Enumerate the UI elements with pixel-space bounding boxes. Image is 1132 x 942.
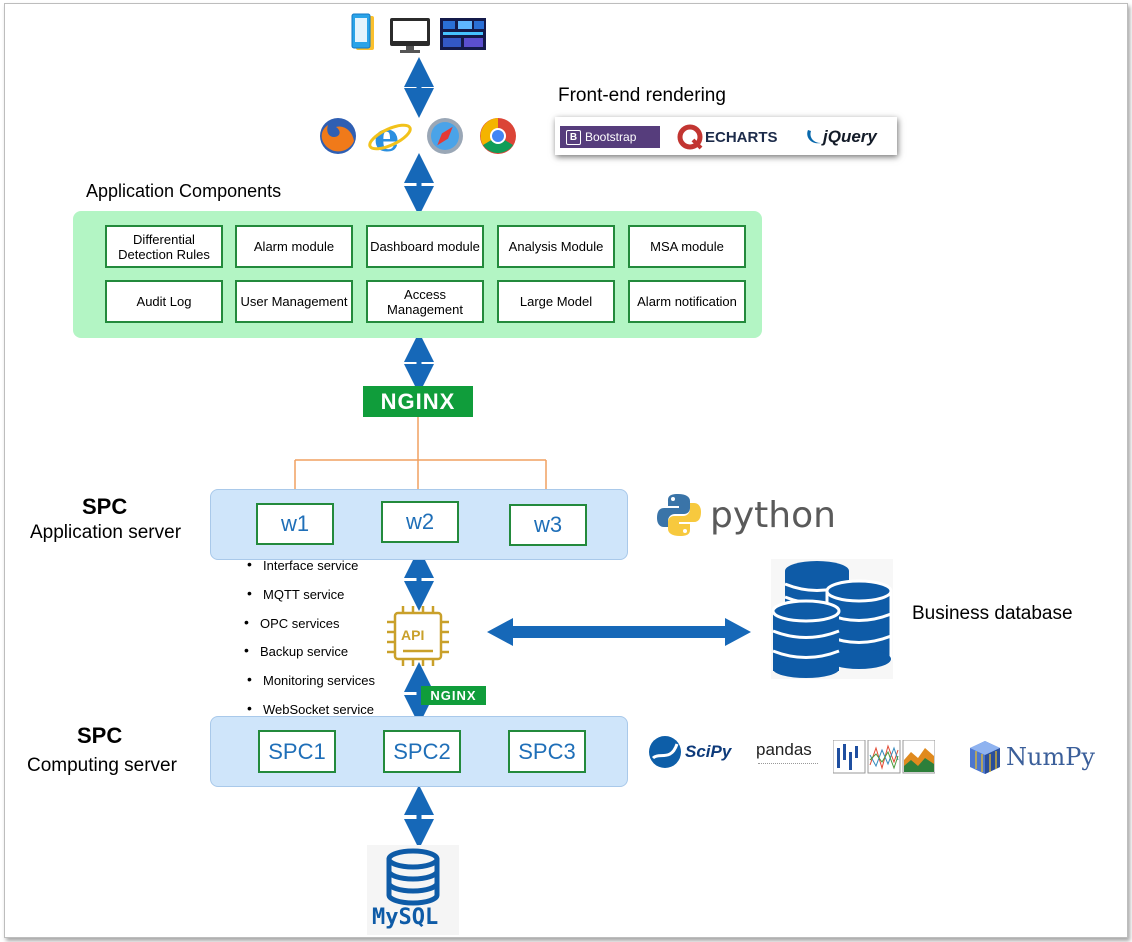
echarts-icon: [677, 124, 703, 150]
browser-icons: e: [318, 114, 518, 161]
pandas-chart-icons: [832, 739, 936, 774]
module-access-management: Access Management: [366, 280, 484, 323]
jquery-swirl-icon: [807, 130, 821, 144]
module-audit-log: Audit Log: [105, 280, 223, 323]
dashboard-screen-icon: [440, 18, 486, 50]
bootstrap-label: Bootstrap: [585, 130, 637, 144]
service-backup: •Backup service: [244, 642, 349, 659]
jquery-label: jQuery: [823, 127, 877, 146]
tablet-monitor-dashboard-icons: [351, 13, 486, 53]
python-snake-icon: [657, 494, 701, 536]
compute-node-spc3: SPC3: [508, 730, 586, 773]
front-end-rendering-title: Front-end rendering: [558, 85, 726, 106]
pandas-logo: pandas: [756, 740, 826, 774]
bootstrap-logo: B Bootstrap: [560, 126, 660, 148]
echarts-label: ECHARTS: [705, 128, 778, 146]
mysql-label: MySQL: [372, 905, 439, 930]
api-db-double-arrow: [487, 618, 751, 646]
db-cylinder-left: [771, 599, 841, 678]
compute-node-spc2: SPC2: [383, 730, 461, 773]
module-dashboard: Dashboard module: [366, 225, 484, 268]
firefox-icon: [320, 118, 356, 154]
service-mqtt: •MQTT service: [247, 585, 345, 602]
module-analysis: Analysis Module: [497, 225, 615, 268]
monitor-icon: [390, 18, 430, 53]
nginx-logo-small: NGINX: [421, 686, 486, 705]
module-alarm: Alarm module: [235, 225, 353, 268]
worker-w2: w2: [381, 501, 459, 543]
numpy-label: NumPy: [1006, 743, 1095, 771]
module-differential-detection-rules: Differential Detection Rules: [105, 225, 223, 268]
service-websocket: •WebSocket service: [247, 700, 375, 717]
scipy-icon: [649, 736, 681, 768]
module-msa: MSA module: [628, 225, 746, 268]
spc-compute-title: SPC: [77, 723, 123, 748]
api-chip-icon: [387, 606, 449, 666]
spc-app-subtitle: Application server: [30, 522, 182, 543]
scipy-label: SciPy: [685, 742, 732, 761]
nginx-logo-top: NGINX: [363, 386, 473, 417]
api-label: API: [401, 627, 425, 643]
chrome-icon: [480, 118, 516, 154]
tablet-icon: [351, 13, 374, 50]
spc-compute-subtitle: Computing server: [27, 755, 177, 776]
safari-icon: [427, 118, 463, 154]
pandas-label: pandas: [756, 740, 812, 759]
spc-app-title: SPC: [82, 494, 128, 519]
python-label: python: [710, 494, 836, 536]
internet-explorer-icon: e: [368, 114, 412, 161]
worker-w3: w3: [509, 504, 587, 546]
compute-node-spc1: SPC1: [258, 730, 336, 773]
area-chart-thumb-icon: [902, 739, 936, 774]
mysql-database-icon: [386, 848, 440, 906]
numpy-logo: NumPy: [968, 738, 1098, 776]
mysql-logo: MySQL: [367, 845, 459, 935]
service-opc: •OPC services: [244, 614, 340, 631]
module-user-management: User Management: [235, 280, 353, 323]
service-monitoring: •Monitoring services: [247, 671, 375, 688]
python-logo: python: [656, 490, 836, 540]
bootstrap-b-icon: B: [566, 129, 581, 145]
api-chip: API: [383, 604, 453, 668]
jquery-logo: jQuery: [805, 123, 895, 151]
module-large-model: Large Model: [497, 280, 615, 323]
pandas-tagline-scribble: [758, 763, 818, 766]
business-database-label: Business database: [912, 603, 1073, 624]
line-chart-thumb-icon: [867, 739, 901, 774]
device-icons: [350, 12, 490, 54]
business-database-icon: [771, 559, 893, 679]
frontend-libs-card: B Bootstrap ECHARTS jQuery: [555, 117, 897, 155]
numpy-cube-icon: [970, 741, 1000, 774]
bar-chart-thumb-icon: [832, 739, 866, 774]
service-interface: •Interface service: [247, 556, 359, 573]
svg-text:e: e: [374, 115, 399, 157]
scipy-logo: SciPy: [647, 733, 747, 771]
worker-w1: w1: [256, 503, 334, 545]
application-components-title: Application Components: [86, 181, 282, 201]
echarts-logo: ECHARTS: [677, 123, 793, 151]
module-alarm-notification: Alarm notification: [628, 280, 746, 323]
